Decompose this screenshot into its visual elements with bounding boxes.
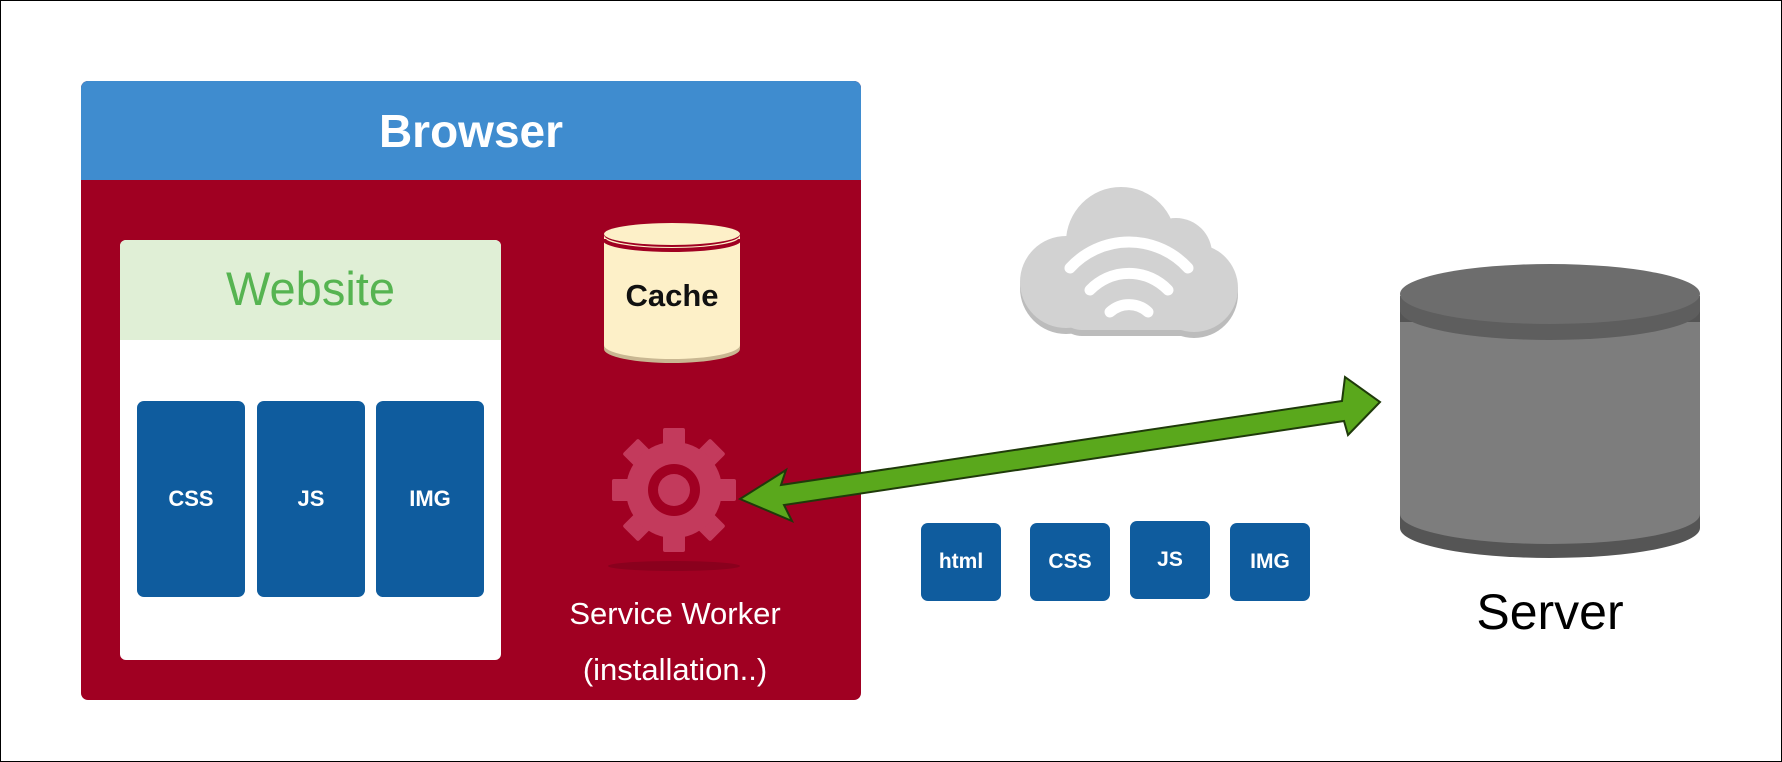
cloud-wifi-icon [1020,187,1238,338]
service-worker-status: (installation..) [582,652,768,687]
website-asset-css: CSS [137,401,245,597]
transfer-asset-img: IMG [1230,523,1310,601]
browser-header: Browser [81,81,861,180]
website-asset-js: JS [257,401,365,597]
transfer-asset-css: CSS [1030,523,1110,601]
gear-icon [608,428,740,571]
server-label: Server [1476,584,1624,640]
cache-label: Cache [625,278,719,313]
browser-title: Browser [378,104,564,157]
website-title: Website [226,261,395,315]
server-database-icon [1400,264,1700,558]
website-header: Website [120,240,501,340]
transfer-asset-html: html [921,523,1001,601]
cache-cylinder-icon [602,223,742,363]
service-worker-label: Service Worker [569,596,781,631]
website-asset-img: IMG [376,401,484,597]
transfer-asset-js: JS [1130,521,1210,599]
